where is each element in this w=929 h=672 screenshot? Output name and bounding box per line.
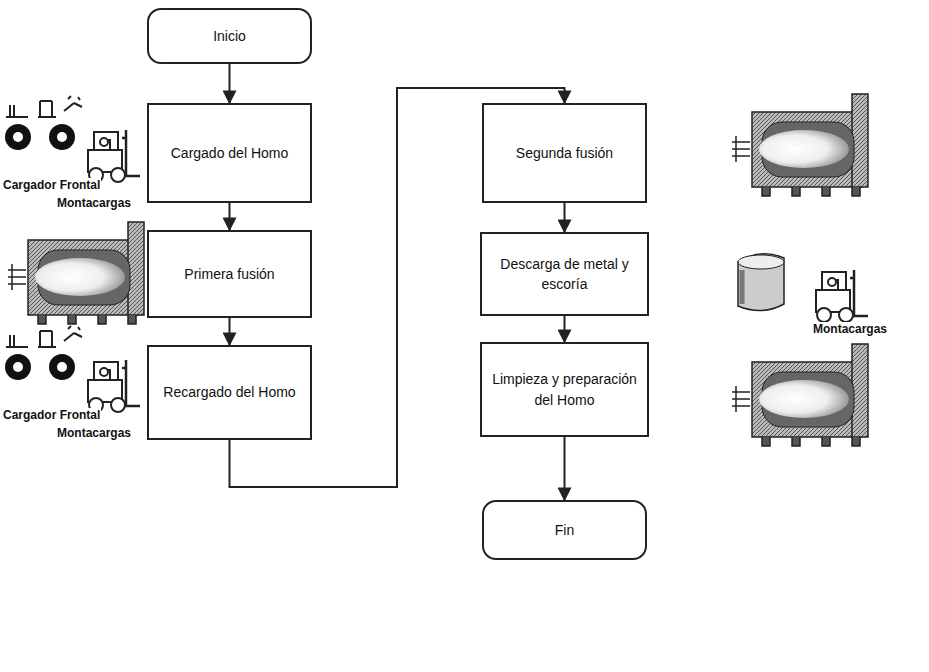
flow-arrow [229, 203, 231, 230]
process-box: Segunda fusión [482, 103, 647, 203]
box-text: Cargado del Homo [163, 139, 297, 167]
process-box: Primera fusión [147, 230, 312, 318]
ladle [738, 254, 784, 311]
process-box: Cargado del Homo [147, 103, 312, 203]
box-text: Fin [547, 516, 582, 544]
box-text: Recargado del Homo [155, 378, 303, 406]
equipment-label: Montacargas [56, 426, 132, 440]
process-box: Recargado del Homo [147, 345, 312, 440]
equipment-label: Cargador Frontal [2, 408, 101, 422]
flow-arrow [564, 437, 566, 500]
process-box: Descarga de metal y escoría [480, 232, 649, 316]
forklift [88, 360, 140, 412]
equipment-label: Montacargas [56, 196, 132, 210]
furnace [732, 344, 868, 446]
front-loader [5, 96, 82, 150]
equipment-label: Montacargas [812, 322, 888, 336]
flow-arrow [564, 203, 566, 232]
front-loader [5, 326, 82, 380]
furnace [8, 222, 144, 324]
box-text: Inicio [205, 22, 254, 50]
flow-arrow [229, 318, 231, 345]
box-text: Primera fusión [176, 260, 282, 288]
box-text: Segunda fusión [508, 139, 621, 167]
forklift [816, 270, 868, 322]
flow-arrow [229, 64, 231, 103]
furnace [732, 94, 868, 196]
box-text: Limpieza y preparación del Homo [482, 365, 647, 414]
flow-arrow [564, 316, 566, 342]
terminal-box: Fin [482, 500, 647, 560]
equipment-label: Cargador Frontal [2, 178, 101, 192]
terminal-box: Inicio [147, 8, 312, 64]
forklift [88, 130, 140, 182]
process-box: Limpieza y preparación del Homo [480, 342, 649, 437]
box-text: Descarga de metal y escoría [482, 250, 647, 299]
